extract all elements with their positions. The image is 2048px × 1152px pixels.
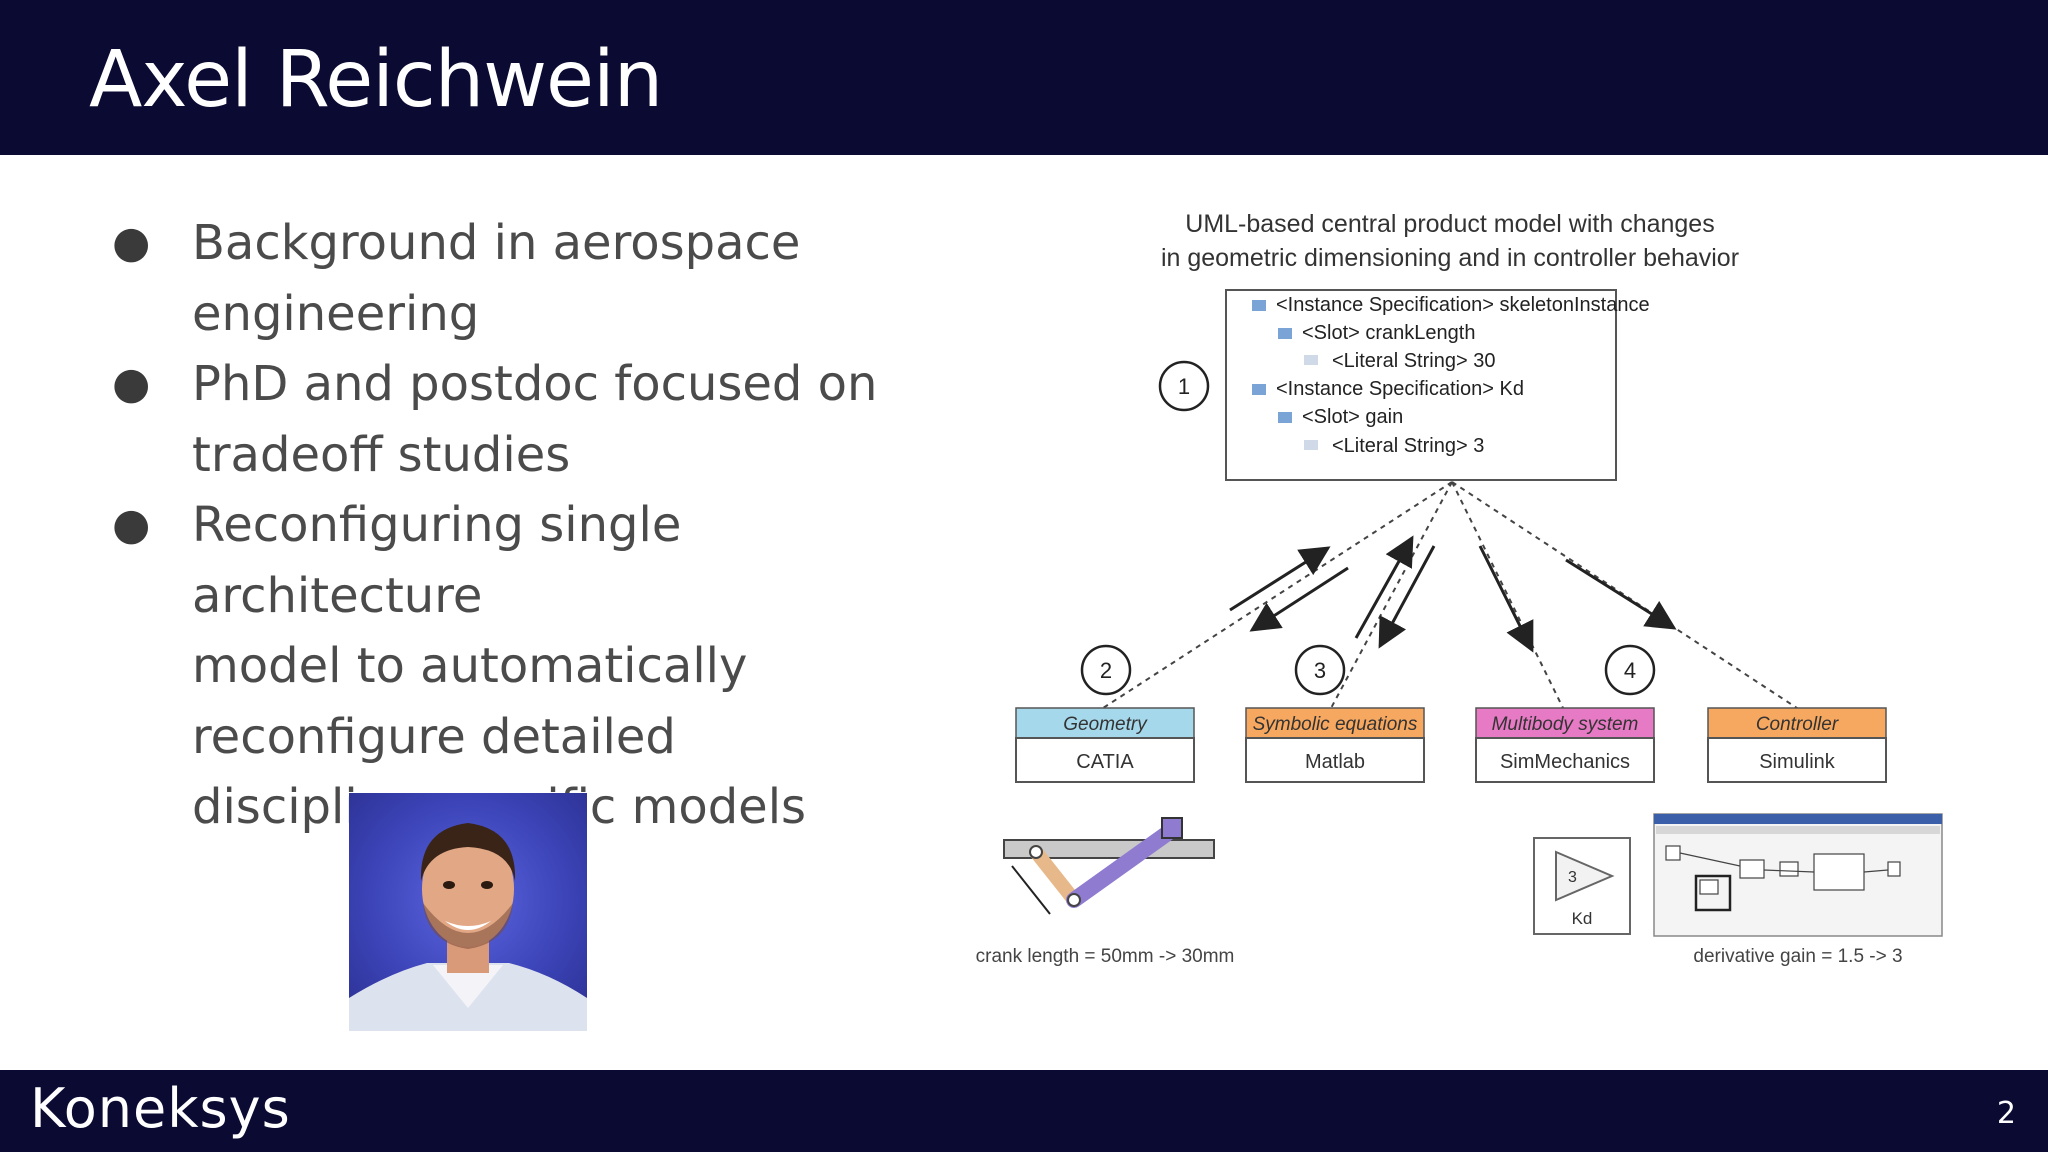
tree-node-icon bbox=[1252, 384, 1266, 395]
bullet-line: Background in aerospace bbox=[192, 215, 801, 271]
step-marker-4: 4 bbox=[1604, 644, 1656, 696]
product-model-diagram: UML-based central product model with cha… bbox=[976, 210, 1943, 967]
simulink-window-thumbnail bbox=[1653, 813, 1943, 937]
portrait-photo bbox=[349, 793, 587, 1031]
diagram-title-line2: in geometric dimensioning and in control… bbox=[1161, 244, 1739, 272]
tree-row: <Slot> gain bbox=[1302, 406, 1403, 428]
bullet-item: ● PhD and postdoc focused on tradeoff st… bbox=[110, 349, 970, 490]
svg-text:Matlab: Matlab bbox=[1305, 751, 1365, 773]
tree-row: <Literal String> 30 bbox=[1332, 350, 1495, 372]
bullet-line: model to automatically bbox=[192, 638, 748, 694]
tree-node-icon bbox=[1278, 412, 1292, 423]
tree-row: <Instance Specification> skeletonInstanc… bbox=[1276, 294, 1650, 316]
step-marker-2: 2 bbox=[1080, 644, 1132, 696]
gain-block: 3 Kd bbox=[1533, 837, 1631, 935]
step-marker-1: 1 bbox=[1158, 360, 1210, 412]
svg-text:Kd: Kd bbox=[1572, 909, 1593, 928]
flow-arrows bbox=[1229, 535, 1677, 653]
bullet-dot-icon: ● bbox=[112, 358, 151, 409]
svg-text:1: 1 bbox=[1178, 374, 1190, 399]
tree-row: <Literal String> 3 bbox=[1332, 435, 1484, 457]
bullet-dot-icon: ● bbox=[112, 217, 151, 268]
bullet-item: ● Background in aerospace engineering bbox=[110, 208, 970, 349]
page-number: 2 bbox=[1996, 1096, 2016, 1131]
bullet-line: PhD and postdoc focused on bbox=[192, 356, 878, 412]
header-bar bbox=[0, 0, 2048, 155]
uml-tree-panel bbox=[1225, 289, 1617, 481]
svg-text:Simulink: Simulink bbox=[1759, 751, 1836, 773]
bullet-line: tradeoff studies bbox=[192, 426, 571, 483]
tree-row: <Instance Specification> Kd bbox=[1276, 378, 1524, 400]
diagram-title-line1: UML-based central product model with cha… bbox=[1185, 210, 1714, 238]
tree-node-icon bbox=[1304, 355, 1318, 365]
bullet-list: ● Background in aerospace engineering ● … bbox=[110, 208, 970, 843]
bullet-dot-icon: ● bbox=[112, 499, 151, 550]
svg-text:Geometry: Geometry bbox=[1063, 714, 1148, 735]
model-box-controller: Controller Simulink bbox=[1707, 707, 1887, 783]
bullet-line: engineering bbox=[192, 285, 480, 342]
bullet-item: ● Reconfiguring single architecture mode… bbox=[110, 490, 970, 843]
crank-mechanism-illustration bbox=[1003, 817, 1215, 915]
caption-crank-length: crank length = 50mm -> 30mm bbox=[976, 946, 1235, 967]
model-box-multibody-system: Multibody system SimMechanics bbox=[1475, 707, 1655, 783]
svg-text:4: 4 bbox=[1624, 658, 1636, 683]
caption-derivative-gain: derivative gain = 1.5 -> 3 bbox=[1693, 946, 1902, 967]
svg-text:CATIA: CATIA bbox=[1076, 751, 1134, 773]
svg-text:3: 3 bbox=[1568, 869, 1577, 886]
bullet-line: Reconfiguring single architecture bbox=[192, 497, 682, 624]
svg-text:SimMechanics: SimMechanics bbox=[1500, 751, 1630, 773]
step-marker-3: 3 bbox=[1294, 644, 1346, 696]
koneksys-logo: Koneksys bbox=[30, 1077, 291, 1140]
footer-bar bbox=[0, 1070, 2048, 1152]
svg-text:Symbolic equations: Symbolic equations bbox=[1253, 714, 1418, 735]
svg-text:Multibody system: Multibody system bbox=[1492, 714, 1639, 735]
tree-row: <Slot> crankLength bbox=[1302, 322, 1475, 344]
svg-text:2: 2 bbox=[1100, 658, 1112, 683]
svg-text:Controller: Controller bbox=[1756, 714, 1839, 735]
portrait-illustration bbox=[349, 823, 587, 1031]
tree-node-icon bbox=[1304, 440, 1318, 450]
tree-node-icon bbox=[1278, 328, 1292, 339]
model-box-symbolic-equations: Symbolic equations Matlab bbox=[1245, 707, 1425, 783]
model-box-geometry: Geometry CATIA bbox=[1015, 707, 1195, 783]
bullet-line: reconfigure detailed bbox=[192, 708, 676, 765]
slide-title: Axel Reichwein bbox=[89, 35, 663, 125]
svg-text:3: 3 bbox=[1314, 658, 1326, 683]
tree-node-icon bbox=[1252, 300, 1266, 311]
dashed-connectors bbox=[1099, 481, 1801, 711]
